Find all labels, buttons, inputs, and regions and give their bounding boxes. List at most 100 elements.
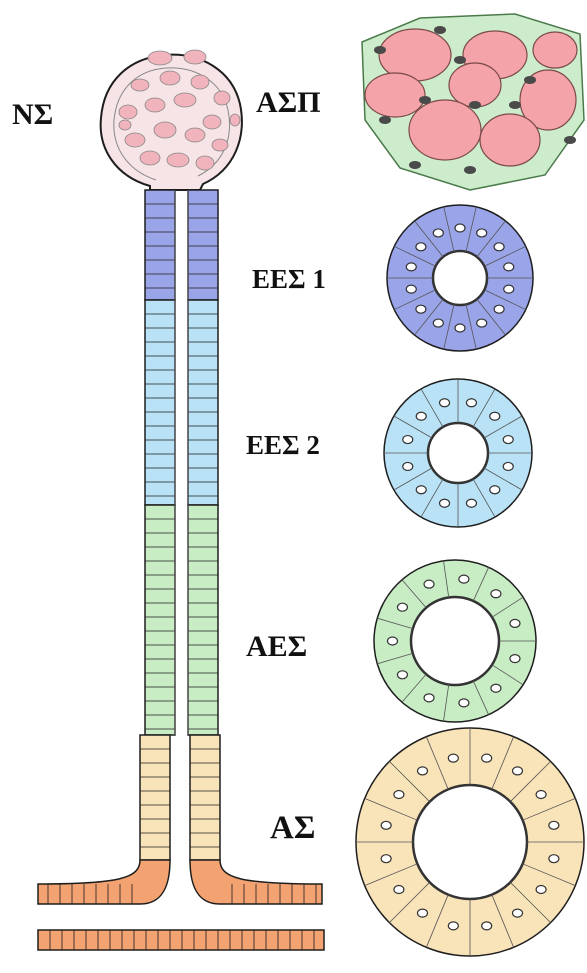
ees2-cross-section-lumen xyxy=(428,423,488,483)
nucleus xyxy=(504,285,514,293)
duct-segment-ees1 xyxy=(145,190,175,300)
nucleus xyxy=(455,324,465,332)
nucleus xyxy=(513,767,523,775)
nucleus xyxy=(416,305,426,313)
ees1-cross-section-lumen xyxy=(433,251,487,305)
secretory-granule xyxy=(145,98,165,112)
nucleus xyxy=(564,136,576,144)
nucleus xyxy=(448,922,458,930)
secretory-granule xyxy=(174,93,196,107)
secretory-granule xyxy=(125,133,145,147)
nucleus xyxy=(490,486,500,494)
secretory-granule xyxy=(230,114,240,126)
nucleus xyxy=(454,56,466,64)
nucleus xyxy=(510,655,520,663)
acinus-cross-section xyxy=(362,14,584,190)
nucleus xyxy=(397,671,407,679)
label-asp: ΑΣΠ xyxy=(256,86,321,120)
duct-segment-aes xyxy=(188,505,218,735)
nucleus xyxy=(549,821,559,829)
secretory-granule xyxy=(148,51,172,65)
nucleus xyxy=(504,263,514,271)
nucleus xyxy=(403,436,413,444)
nucleus xyxy=(417,767,427,775)
nucleus xyxy=(509,101,521,109)
duct-segment-as xyxy=(140,735,170,860)
secretory-granule xyxy=(154,122,176,138)
nucleus xyxy=(406,285,416,293)
secretory-granule xyxy=(191,75,209,89)
nucleus xyxy=(419,96,431,104)
secretory-granule xyxy=(119,105,137,119)
label-ns: ΝΣ xyxy=(12,98,53,132)
nucleus xyxy=(477,319,487,327)
nucleus xyxy=(403,462,413,470)
duct-segment-ees1 xyxy=(188,190,218,300)
as-cross-section-lumen xyxy=(413,785,527,899)
secretory-granule xyxy=(131,79,149,91)
nucleus xyxy=(416,412,426,420)
secretory-granule xyxy=(184,50,206,64)
nucleus xyxy=(536,790,546,798)
nucleus xyxy=(536,886,546,894)
nucleus xyxy=(416,486,426,494)
nucleus xyxy=(466,499,476,507)
duct-left-wall xyxy=(140,190,175,860)
aes-cross-section xyxy=(374,560,536,722)
acinar-cell-cluster xyxy=(365,73,425,117)
nucleus xyxy=(381,821,391,829)
duct-right-wall xyxy=(188,190,220,860)
secretory-granule xyxy=(140,151,160,165)
nucleus xyxy=(464,166,476,174)
nucleus xyxy=(440,499,450,507)
nucleus xyxy=(381,855,391,863)
secretory-granule xyxy=(185,128,205,142)
acinar-cell-cluster xyxy=(533,32,577,68)
nucleus xyxy=(482,754,492,762)
nucleus xyxy=(394,790,404,798)
nucleus xyxy=(374,46,386,54)
acinar-cell-cluster xyxy=(409,100,481,160)
main-duct-left-branch xyxy=(38,860,170,904)
nucleus xyxy=(490,412,500,420)
nucleus xyxy=(491,590,501,598)
nucleus xyxy=(417,909,427,917)
duct-segment-as xyxy=(190,735,220,860)
nucleus xyxy=(482,922,492,930)
nucleus xyxy=(513,909,523,917)
nucleus xyxy=(503,462,513,470)
ees2-cross-section xyxy=(384,379,532,527)
duct-segment-ees2 xyxy=(188,300,218,505)
cross-sections xyxy=(356,14,584,956)
secretory-granule xyxy=(160,71,180,85)
aes-cross-section-lumen xyxy=(411,597,499,685)
nucleus xyxy=(406,263,416,271)
nucleus xyxy=(477,229,487,237)
nucleus xyxy=(459,575,469,583)
nucleus xyxy=(494,305,504,313)
nucleus xyxy=(433,229,443,237)
main-duct-lower-wall xyxy=(38,930,324,950)
nucleus xyxy=(394,886,404,894)
ees1-cross-section xyxy=(387,205,533,351)
nucleus xyxy=(397,603,407,611)
nucleus xyxy=(379,116,391,124)
nucleus xyxy=(524,76,536,84)
nucleus xyxy=(459,699,469,707)
secretory-granule xyxy=(214,91,230,105)
nucleus xyxy=(448,754,458,762)
nucleus xyxy=(409,161,421,169)
secretory-granule xyxy=(119,120,131,130)
nucleus xyxy=(455,224,465,232)
nucleus xyxy=(416,243,426,251)
nucleus xyxy=(433,319,443,327)
label-aes: ΑΕΣ xyxy=(246,630,307,664)
nucleus xyxy=(388,637,398,645)
nucleus xyxy=(424,694,434,702)
label-as: ΑΣ xyxy=(270,810,315,847)
secretory-granule xyxy=(167,153,189,167)
label-ees2: ΕΕΣ 2 xyxy=(246,430,320,461)
nucleus xyxy=(494,243,504,251)
main-duct xyxy=(38,860,324,950)
